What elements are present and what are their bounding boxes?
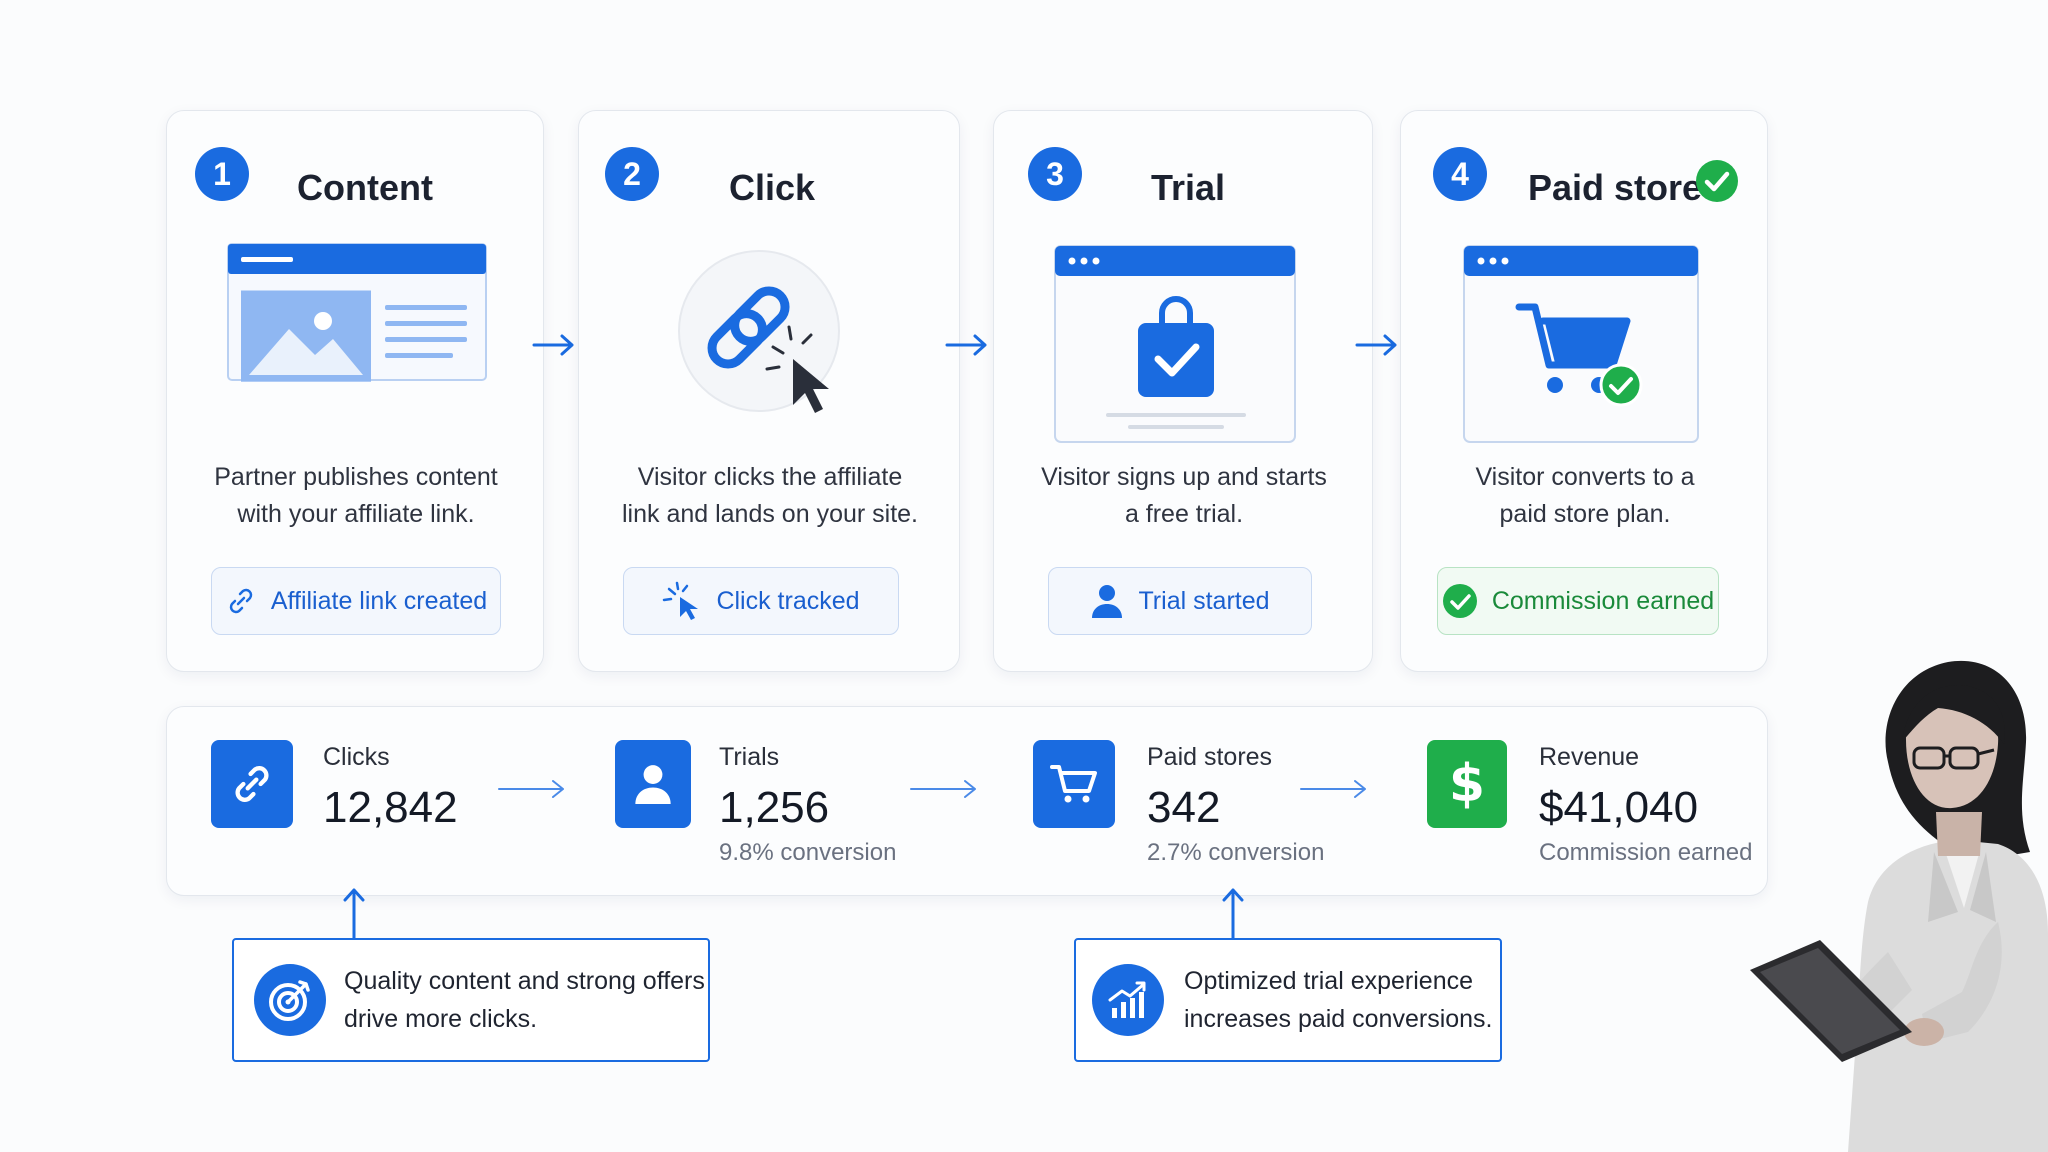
stat-label: Revenue [1539, 743, 1640, 771]
note-line: Quality content and strong offers [344, 967, 705, 995]
step-description-line: Visitor signs up and starts [1041, 463, 1327, 491]
stat-caption: Commission earned [1539, 839, 1753, 866]
stat-value: $41,040 [1539, 783, 1699, 832]
note-text: Quality content and strong offers drive … [344, 962, 705, 1038]
insight-note-clicks: Quality content and strong offers drive … [232, 938, 710, 1062]
cart-check-icon [1463, 245, 1699, 443]
step-title: Trial [1151, 167, 1226, 208]
check-circle-icon [1442, 584, 1477, 618]
trial-started-badge: Trial started [1048, 567, 1312, 635]
shopping-bag-icon [1054, 245, 1296, 443]
step-description-line: Partner publishes content [214, 463, 498, 491]
arrow-up-icon [1222, 888, 1244, 942]
insight-note-trials: Optimized trial experience increases pai… [1074, 938, 1502, 1062]
step-description: Partner publishes content with your affi… [177, 459, 535, 533]
link-click-icon [678, 250, 840, 413]
step-card-paid-store: 4 Paid store Visitor converts to a paid … [1400, 110, 1768, 672]
stat-value: 342 [1147, 783, 1221, 832]
commission-earned-badge: Commission earned [1437, 567, 1719, 635]
step-card-click: 2 Click Visitor clicks the affiliate lin… [578, 110, 960, 672]
stat-label: Paid stores [1147, 743, 1273, 771]
badge-label: Trial started [1138, 586, 1270, 615]
step-number: 4 [1433, 147, 1487, 201]
arrow-right-icon [910, 780, 976, 798]
step-number: 1 [195, 147, 249, 201]
step-card-content: 1 Content Partner publishes content with… [166, 110, 544, 672]
target-icon [254, 964, 326, 1036]
link-icon [211, 740, 293, 828]
arrow-up-icon [343, 888, 365, 942]
user-icon [615, 740, 691, 828]
step-description-line: paid store plan. [1499, 500, 1671, 528]
stat-label: Trials [719, 743, 780, 771]
stat-label: Clicks [323, 743, 390, 771]
stat-value: 12,842 [323, 783, 458, 832]
affiliate-link-badge: Affiliate link created [211, 567, 501, 635]
check-circle-icon [1696, 160, 1738, 202]
badge-label: Click tracked [716, 586, 860, 615]
badge-label: Affiliate link created [270, 586, 488, 615]
growth-chart-icon [1092, 964, 1164, 1036]
arrow-right-icon [498, 780, 564, 798]
cursor-click-icon [663, 581, 699, 620]
step-title: Paid store [1528, 167, 1703, 208]
note-line: increases paid conversions. [1184, 1005, 1493, 1033]
stat-conversion: 9.8% conversion [719, 839, 897, 866]
arrow-right-icon [532, 334, 574, 356]
step-description-line: with your affiliate link. [237, 500, 475, 528]
cart-icon [1033, 740, 1115, 828]
note-text: Optimized trial experience increases pai… [1184, 962, 1493, 1038]
arrow-right-icon [1355, 334, 1397, 356]
step-card-trial: 3 Trial Visitor signs up and starts a fr… [993, 110, 1373, 672]
step-description: Visitor clicks the affiliate link and la… [589, 459, 951, 533]
dollar-icon: $ [1427, 740, 1507, 828]
link-icon [229, 588, 253, 614]
note-line: drive more clicks. [344, 1005, 538, 1033]
click-tracked-badge: Click tracked [623, 567, 899, 635]
step-description-line: a free trial. [1124, 500, 1244, 528]
step-description: Visitor converts to a paid store plan. [1411, 459, 1759, 533]
step-title: Click [729, 167, 816, 208]
step-description: Visitor signs up and starts a free trial… [1004, 459, 1364, 533]
step-description-line: Visitor converts to a [1475, 463, 1695, 491]
stats-panel: Clicks 12,842 Trials 1,256 9.8% conversi… [166, 706, 1768, 896]
step-number: 2 [605, 147, 659, 201]
content-page-icon [227, 243, 487, 382]
step-description-line: Visitor clicks the affiliate [637, 463, 903, 491]
step-title: Content [297, 167, 433, 208]
arrow-right-icon [1300, 780, 1366, 798]
stat-conversion: 2.7% conversion [1147, 839, 1325, 866]
note-line: Optimized trial experience [1184, 967, 1474, 995]
arrow-right-icon [945, 334, 987, 356]
step-description-line: link and lands on your site. [621, 500, 918, 528]
stat-value: 1,256 [719, 783, 830, 832]
badge-label: Commission earned [1491, 586, 1715, 615]
person-with-tablet-illustration [1750, 660, 2048, 1152]
user-icon [1092, 585, 1123, 618]
step-number: 3 [1028, 147, 1082, 201]
